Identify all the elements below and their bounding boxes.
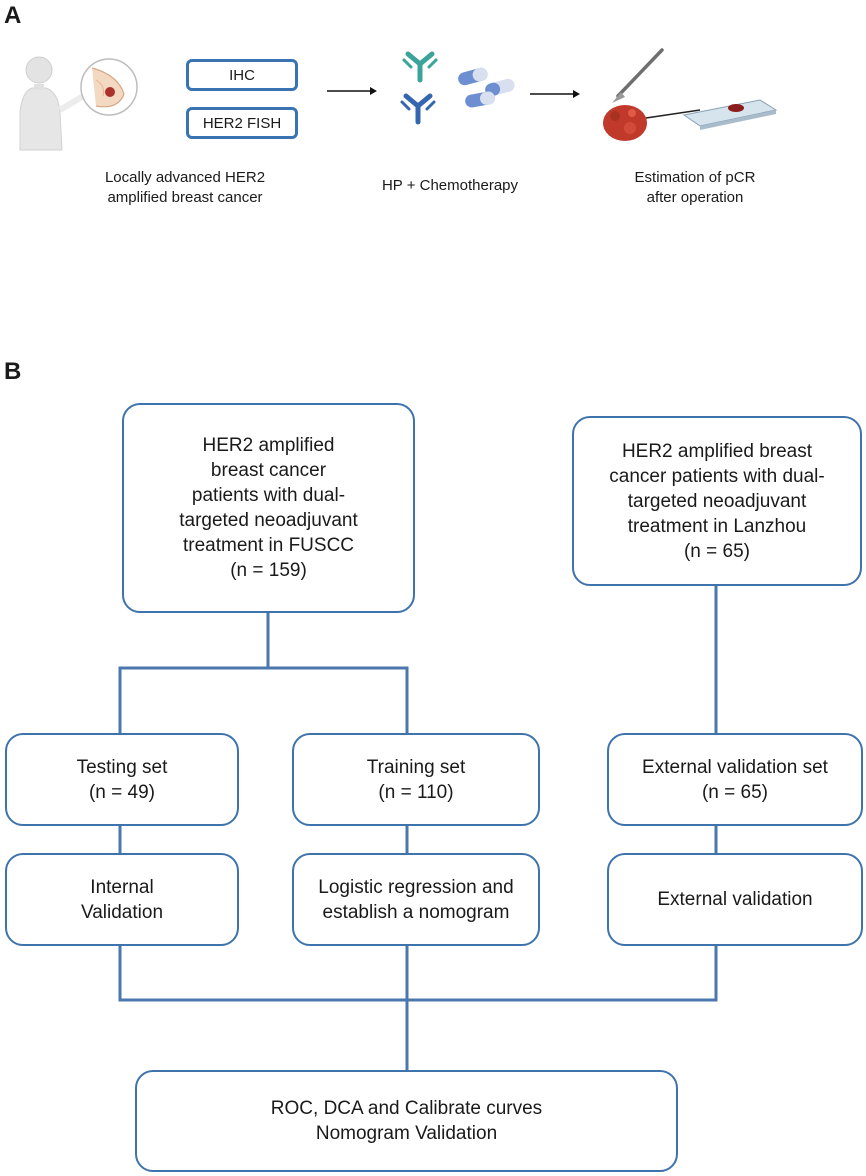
training-set-title: Training set (366, 756, 466, 778)
connector-merge (118, 943, 718, 1072)
nomogram-line-1: Logistic regression and (318, 876, 514, 898)
lanzhou-cohort-box: HER2 amplified breast cancer patients wi… (572, 416, 862, 586)
antibody-icon (400, 51, 438, 125)
outcome-caption-line-1: Estimation of pCR (634, 169, 756, 186)
tissue-sample-icon (603, 105, 701, 141)
her2-fish-label: HER2 FISH (202, 114, 282, 132)
fuscc-line-6: (n = 159) (230, 560, 307, 581)
lanzhou-line-3: targeted neoadjuvant (627, 490, 807, 512)
breast-tumor-icon (80, 58, 138, 116)
final-line-1: ROC, DCA and Calibrate curves (270, 1098, 543, 1119)
scalpel-icon (612, 48, 664, 103)
panel-a-graphics (19, 48, 778, 151)
treatment-caption: HP + Chemotherapy (360, 176, 540, 196)
panel-b-label: B (4, 358, 22, 385)
internal-validation-line-1: Internal (90, 876, 154, 898)
arrow-to-outcome (530, 90, 580, 98)
testing-set-box: Testing set (n = 49) (5, 733, 239, 826)
external-set-box: External validation set (n = 65) (607, 733, 863, 826)
training-set-box: Training set (n = 110) (292, 733, 540, 826)
nomogram-box: Logistic regression and establish a nomo… (292, 853, 540, 946)
training-set-count: (n = 110) (378, 781, 454, 803)
capsule-icon (458, 67, 515, 108)
lanzhou-line-1: HER2 amplified breast (621, 440, 813, 462)
external-validation-line: External validation (657, 889, 813, 910)
final-validation-box: ROC, DCA and Calibrate curves Nomogram V… (135, 1070, 678, 1172)
fuscc-cohort-box: HER2 amplified breast cancer patients wi… (122, 403, 415, 613)
internal-validation-line-2: Validation (80, 901, 164, 923)
outcome-caption-line-2: after operation (646, 189, 744, 206)
fuscc-line-5: treatment in FUSCC (182, 535, 355, 556)
treatment-caption-line: HP + Chemotherapy (381, 177, 519, 194)
connector-fuscc-split (118, 610, 409, 735)
lanzhou-line-5: (n = 65) (683, 540, 750, 562)
fuscc-line-2: breast cancer (210, 460, 327, 481)
lanzhou-line-4: treatment in Lanzhou (627, 515, 807, 537)
glass-slide-icon (682, 99, 778, 130)
external-set-title: External validation set (642, 756, 828, 778)
ihc-label: IHC (229, 66, 255, 84)
fuscc-line-1: HER2 amplified (202, 435, 335, 456)
patient-silhouette-icon (19, 56, 87, 151)
panel-a-label: A (4, 2, 22, 29)
fuscc-line-4: targeted neoadjuvant (179, 510, 358, 531)
ihc-box: IHC (186, 59, 298, 91)
patient-caption: Locally advanced HER2 amplified breast c… (80, 168, 290, 208)
arrow-to-treatment (327, 87, 377, 95)
outcome-caption: Estimation of pCR after operation (610, 168, 780, 208)
patient-caption-line-1: Locally advanced HER2 (104, 169, 266, 186)
external-validation-box: External validation (607, 853, 863, 946)
her2-fish-box: HER2 FISH (186, 107, 298, 139)
external-set-count: (n = 65) (701, 781, 768, 803)
patient-caption-line-2: amplified breast cancer (107, 189, 263, 206)
nomogram-line-2: establish a nomogram (322, 901, 510, 923)
fuscc-line-3: patients with dual- (191, 485, 346, 506)
internal-validation-box: Internal Validation (5, 853, 239, 946)
testing-set-count: (n = 49) (88, 781, 155, 803)
final-line-2: Nomogram Validation (315, 1123, 498, 1144)
testing-set-title: Testing set (76, 756, 168, 778)
lanzhou-line-2: cancer patients with dual- (609, 465, 825, 487)
